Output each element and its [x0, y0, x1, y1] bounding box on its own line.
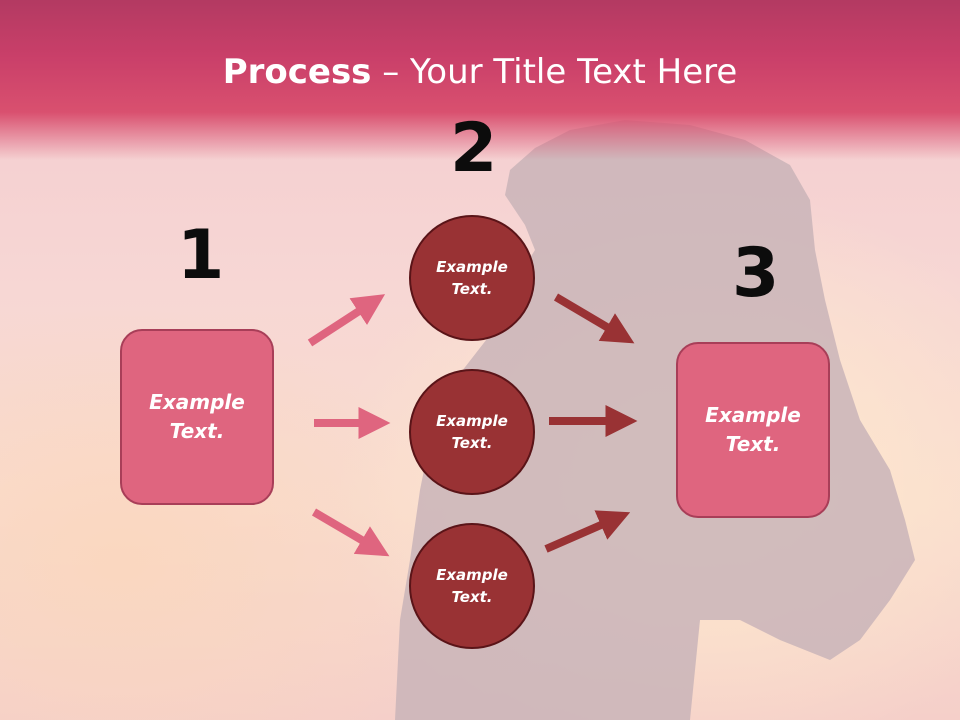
circle-top-line1: Example	[436, 257, 508, 276]
arrow-2a-to-3	[553, 293, 635, 344]
step-2-circle-bottom: Example Text.	[409, 523, 535, 649]
step-1-box: Example Text.	[120, 329, 274, 505]
step-1-box-line1: Example	[149, 390, 245, 414]
title-bold: Process	[222, 52, 372, 92]
circle-middle-line1: Example	[436, 411, 508, 430]
step-2-circle-middle: Example Text.	[409, 369, 535, 495]
step-2-circle-top: Example Text.	[409, 215, 535, 341]
arrow-1-to-2a	[307, 294, 386, 347]
circle-bottom-line1: Example	[436, 565, 508, 584]
title-band	[0, 0, 960, 160]
step-number-3: 3	[732, 234, 780, 313]
circle-middle-line2: Text.	[451, 434, 493, 452]
step-3-box-line2: Text.	[725, 432, 781, 456]
arrow-2c-to-3	[544, 510, 631, 553]
step-3-box-line1: Example	[705, 403, 801, 427]
step-3-box: Example Text.	[676, 342, 830, 518]
slide-title: Process – Your Title Text Here	[0, 52, 960, 92]
step-number-1: 1	[177, 216, 225, 295]
step-1-box-line2: Text.	[169, 419, 225, 443]
arrow-1-to-2c	[311, 508, 390, 557]
circle-top-line2: Text.	[451, 280, 493, 298]
circle-bottom-line2: Text.	[451, 588, 493, 606]
step-number-2: 2	[450, 109, 498, 188]
title-rest: – Your Title Text Here	[371, 52, 738, 92]
